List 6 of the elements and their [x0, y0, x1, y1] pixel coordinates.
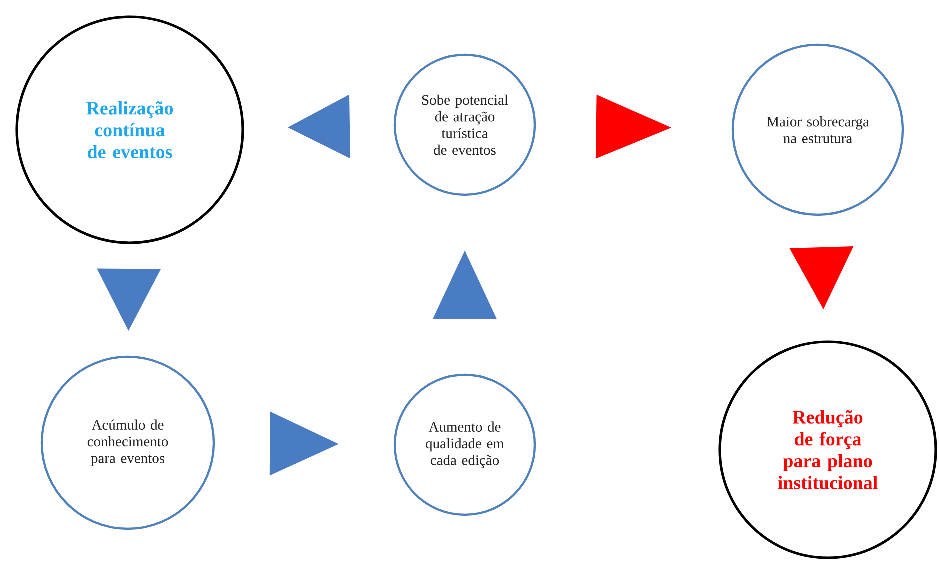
- arrow: [433, 250, 497, 320]
- arrow: [97, 268, 162, 331]
- arrow: [270, 412, 339, 476]
- arrow: [288, 94, 350, 159]
- arrow: [790, 246, 854, 310]
- arrow: [596, 94, 672, 159]
